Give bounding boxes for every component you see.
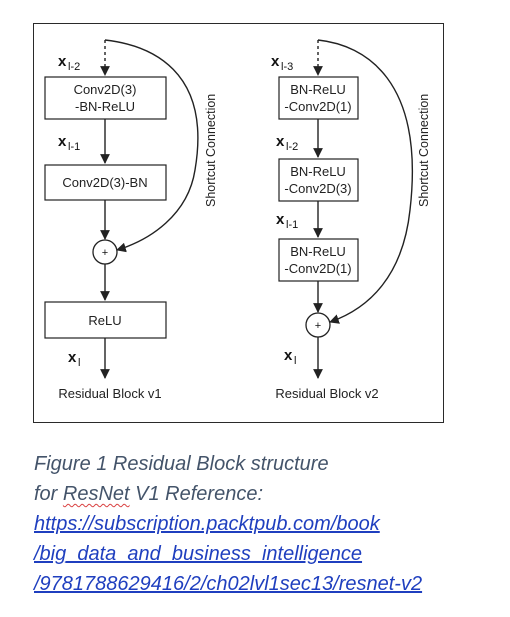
v2-box3-line2: -Conv2D(1) bbox=[284, 261, 351, 276]
v2-var2: x bbox=[276, 133, 285, 150]
v2-bn-relu-conv1-box bbox=[278, 76, 359, 120]
reference-link-line-3: /9781788629416/2/ch02lvl1sec13/resnet-v2 bbox=[34, 573, 423, 595]
v2-add-symbol: + bbox=[315, 320, 321, 332]
v1-input-sub: l-2 bbox=[68, 61, 80, 73]
v2-box1-line2: -Conv2D(1) bbox=[284, 99, 351, 114]
v1-output-var: x bbox=[68, 349, 77, 366]
reference-link-line-2: /big_data_and_business_intelligence bbox=[34, 543, 363, 565]
v2-shortcut-label: Shortcut Connection bbox=[417, 94, 431, 207]
v2-var2-sub: l-2 bbox=[286, 141, 298, 153]
v1-title: Residual Block v1 bbox=[58, 386, 161, 401]
v2-box2-line1: BN-ReLU bbox=[290, 164, 346, 179]
v1-shortcut-label: Shortcut Connection bbox=[204, 94, 218, 207]
v1-relu-box bbox=[44, 301, 167, 339]
v1-box1-line1: Conv2D(3) bbox=[74, 82, 137, 97]
v1-add-symbol: + bbox=[102, 247, 108, 259]
reference-link-line-1: https://subscription.packtpub.com/book bbox=[34, 513, 380, 535]
v1-box3-label: ReLU bbox=[88, 313, 121, 328]
caption-line-1: Figure 1 Residual Block structure bbox=[34, 453, 329, 475]
v1-mid-var: x bbox=[58, 133, 67, 150]
residual-block-diagram: x l-2 Conv2D(3) -BN-ReLU x l-1 Conv2D(3)… bbox=[44, 39, 431, 401]
v2-title: Residual Block v2 bbox=[275, 386, 378, 401]
caption-prefix: for bbox=[34, 483, 63, 505]
v2-bn-relu-conv3-box bbox=[278, 158, 359, 202]
v1-box2-label: Conv2D(3)-BN bbox=[62, 175, 147, 190]
v2-box2-line2: -Conv2D(3) bbox=[284, 181, 351, 196]
caption-line-2: for ResNet V1 Reference: bbox=[34, 479, 504, 509]
v2-output-sub: l bbox=[294, 355, 296, 367]
v1-box1-line2: -BN-ReLU bbox=[75, 99, 135, 114]
v2-output-var: x bbox=[284, 347, 293, 364]
v2-box1-line1: BN-ReLU bbox=[290, 82, 346, 97]
v1-conv-bn-relu-box bbox=[44, 76, 167, 120]
residual-block-v1: x l-2 Conv2D(3) -BN-ReLU x l-1 Conv2D(3)… bbox=[44, 39, 218, 401]
v2-shortcut-curve bbox=[317, 39, 413, 324]
v1-output-sub: l bbox=[78, 357, 80, 369]
figure-caption: Figure 1 Residual Block structure for Re… bbox=[34, 449, 504, 599]
v1-mid-sub: l-1 bbox=[68, 141, 80, 153]
v1-shortcut-curve bbox=[104, 39, 199, 253]
v2-var3: x bbox=[276, 211, 285, 228]
v2-bn-relu-conv1b-box bbox=[278, 238, 359, 282]
v2-var3-sub: l-1 bbox=[286, 219, 298, 231]
v2-input-var: x bbox=[271, 53, 280, 70]
v2-input-sub: l-3 bbox=[281, 61, 293, 73]
v2-box3-line1: BN-ReLU bbox=[290, 244, 346, 259]
v1-input-var: x bbox=[58, 53, 67, 70]
residual-block-v2: x l-3 BN-ReLU -Conv2D(1) x l-2 BN-ReLU -… bbox=[271, 39, 431, 401]
caption-suffix: V1 Reference: bbox=[129, 483, 264, 505]
caption-resnet-word: ResNet bbox=[62, 483, 130, 505]
reference-link[interactable]: https://subscription.packtpub.com/book /… bbox=[34, 509, 504, 599]
